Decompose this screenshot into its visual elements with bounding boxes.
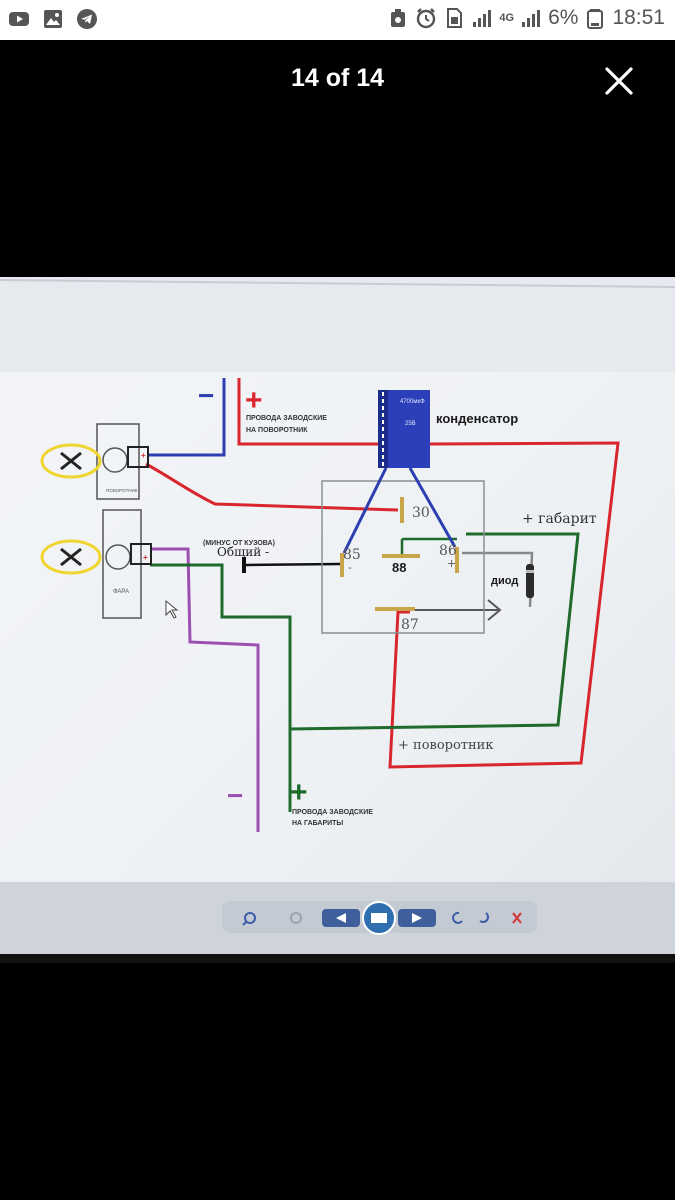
ground-symbol [242,557,246,573]
next-icon[interactable] [398,909,436,927]
wire-black-minus [245,562,341,567]
bulb-1 [40,443,102,479]
bottom-wires-label-2: НА ГАБАРИТЫ [292,820,343,827]
common-minus-label: Общий - [217,545,269,559]
plus-povorotnik-label: + поворотник [398,738,493,753]
recycle-icon [391,9,406,27]
top-plus-sign: + [245,384,263,417]
fit-icon[interactable] [290,912,302,924]
headlamp: + ФАРА [102,509,152,619]
rotate-right-icon[interactable] [479,912,489,923]
bottom-plus-sign: + [290,776,308,809]
telegram-icon [77,9,97,29]
common-minus-caption: (МИНУС ОТ КУЗОВА) [203,540,275,547]
top-minus-sign: − [198,380,214,411]
svg-text:+: + [143,553,148,562]
zoom-icon[interactable] [242,912,256,926]
sim-icon [447,8,463,28]
rotate-left-icon[interactable] [452,911,463,924]
window-top-edge [0,279,675,288]
previous-icon[interactable] [322,909,360,927]
diode-label: диод [491,575,518,587]
battery-percent: 6% [548,6,579,29]
window-header-area [0,277,675,372]
network-4g-icon: 4G [499,12,515,24]
notification-icons [8,8,98,30]
svg-text:-: - [348,561,352,574]
wiring-diagram: 4700мкФ 25В + ПОВОРОТНИК + ФАРА − + ПРОВ… [0,277,675,963]
status-bar: 4G 6% 18:51 [0,0,675,40]
wire-red-capacitor [388,441,620,769]
wire-red-top [237,378,378,446]
capacitor: 4700мкФ 25В [342,390,457,554]
diode [526,564,534,598]
relay-pins [340,497,459,611]
close-icon[interactable] [600,62,638,100]
wire-green-bus [289,532,580,731]
pin-86-label: 86 [439,543,457,559]
turn-lamp: + ПОВОРОТНИК [96,423,149,500]
headlamp-label: ФАРА [113,589,129,595]
svg-text:+: + [447,557,456,570]
relay-box [321,480,485,634]
top-wires-label-1: ПРОВОДА ЗАВОДСКИЕ [246,415,327,422]
battery-icon [587,9,604,29]
top-wires-label-2: НА ПОВОРОТНИК [246,427,308,434]
capacitor-voltage: 25В [405,421,416,427]
capacitor-value: 4700мкФ [400,399,425,405]
monitor-screen [0,277,675,963]
pin-85-label: 85 [343,547,361,563]
capacitor-label: конденсатор [436,411,518,426]
monitor-bezel [0,954,675,963]
plus-gabarit-label: + габарит [522,511,597,527]
wire-red-headlamp [145,462,399,512]
status-icons: 4G 6% 18:51 [387,6,665,30]
bottom-minus-sign: − [227,780,243,811]
youtube-icon [9,12,29,26]
media-toolbar [222,901,537,935]
bottom-wires-label-1: ПРОВОДА ЗАВОДСКИЕ [292,809,373,816]
wire-blue [148,378,226,457]
pin-30-label: 30 [412,505,430,521]
delete-icon[interactable] [512,912,522,924]
slideshow-icon[interactable] [362,901,396,935]
gallery-icon [44,10,62,28]
photo[interactable]: 4700мкФ 25В + ПОВОРОТНИК + ФАРА − + ПРОВ… [0,277,675,963]
diode-arrow [487,599,502,621]
signal-icon [522,10,541,27]
turn-lamp-label: ПОВОРОТНИК [106,488,138,493]
pin-87-label: 87 [401,617,419,633]
wire-green [150,563,292,812]
mouse-cursor [165,599,179,619]
relay-88-label: 88 [392,560,406,575]
svg-text:+: + [141,451,146,460]
image-counter: 14 of 14 [290,64,385,92]
signal-icon [473,10,492,27]
bulb-2 [40,539,102,575]
clock: 18:51 [612,6,665,29]
wire-purple [150,547,260,832]
alarm-icon [417,8,436,29]
